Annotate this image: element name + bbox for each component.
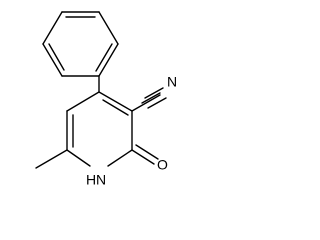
molecule-canvas: N O H N bbox=[35, 11, 177, 188]
ring-hydrogen-label: H bbox=[86, 172, 96, 188]
bond-phenyl-6 bbox=[42, 11, 63, 45]
bond-phenyl-5 bbox=[42, 43, 63, 77]
bond-c4-c3-double bbox=[102, 99, 129, 116]
nitrile-nitrogen-label: N bbox=[167, 74, 177, 90]
bond-cn-triple-3 bbox=[147, 97, 167, 109]
bond-c5-c4 bbox=[66, 91, 100, 112]
pyridinone-ring bbox=[66, 91, 133, 167]
bond-c3-cn bbox=[131, 94, 161, 112]
bond-c2-o bbox=[131, 149, 155, 165]
bond-phenyl-3 bbox=[98, 43, 119, 77]
nitrile-group: N bbox=[131, 74, 177, 112]
phenyl-ring bbox=[42, 11, 119, 77]
bond-c6-methyl bbox=[35, 149, 68, 169]
ring-nitrogen-label: N bbox=[96, 172, 106, 188]
bond-c2-o-double bbox=[135, 144, 159, 160]
bond-c2-n1 bbox=[107, 149, 133, 167]
bond-phenyl-double-2 bbox=[95, 43, 113, 72]
bond-c4-c3 bbox=[98, 91, 133, 112]
bond-phenyl-double-3 bbox=[48, 43, 65, 71]
ring-nh-group: H N bbox=[86, 172, 106, 188]
structure-diagram: N O H N bbox=[35, 11, 177, 188]
bond-cn-triple-1 bbox=[144, 87, 164, 99]
bond-cn-triple-2 bbox=[141, 92, 161, 104]
bond-n1-c6 bbox=[66, 149, 91, 167]
carbonyl-oxygen-label: O bbox=[157, 157, 168, 173]
bond-phenyl-2 bbox=[98, 11, 119, 45]
carbonyl-group: O bbox=[131, 144, 168, 173]
